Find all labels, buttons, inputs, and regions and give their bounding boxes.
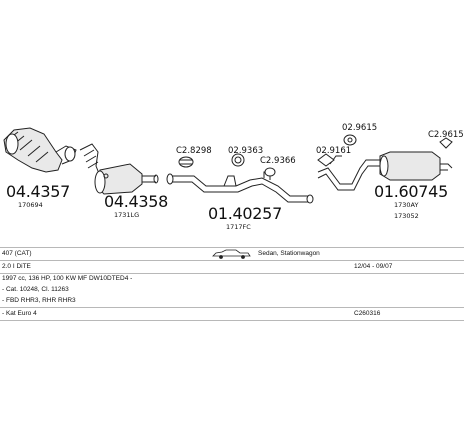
- catalytic-converter-rear: [79, 143, 159, 195]
- exhaust-diagram: 04.4357 170694 04.4358 1731LG 01.40257 1…: [3, 123, 464, 231]
- small-part-label: 02.9161: [316, 146, 352, 156]
- small-part-label: C2.9615: [428, 130, 464, 140]
- middle-pipe: [166, 171, 314, 204]
- rubber-mount-02-9615: [343, 134, 357, 146]
- small-part-label: 02.9615: [342, 123, 378, 133]
- vehicle-code: C260316: [354, 310, 381, 317]
- part-sub-catalyst-front: 170694: [18, 201, 43, 209]
- info-row-engine: 2.0 I DiTE 12/04 - 09/07: [0, 261, 464, 274]
- part-sub-catalyst-rear: 1731LG: [114, 211, 140, 219]
- vehicle-note: - Kat Euro 4: [2, 310, 37, 317]
- hanger-c2-9615: [439, 137, 453, 149]
- vehicle-years: 12/04 - 09/07: [354, 263, 393, 270]
- car-body-icon: [212, 249, 252, 263]
- small-part-label: C2.8298: [176, 146, 212, 156]
- info-row-model: 407 (CAT) Sedan, Stationwagon: [0, 247, 464, 261]
- part-number-catalyst-rear: 04.4358: [104, 192, 169, 211]
- part-sub-middle-pipe: 1717FC: [226, 223, 251, 231]
- vehicle-body-type: Sedan, Stationwagon: [258, 250, 320, 257]
- part-number-rear-silencer: 01.60745: [374, 182, 448, 201]
- small-part-label: C2.9366: [260, 156, 296, 166]
- vehicle-info-table: 407 (CAT) Sedan, Stationwagon 2.0 I DiTE…: [0, 247, 464, 321]
- hanger-c2-9366: [264, 167, 276, 177]
- rubber-mount-02-9161: [317, 153, 335, 167]
- vehicle-filters: - FBD RHR3, RHR RHR3: [2, 297, 76, 304]
- small-part-label: 02.9363: [228, 146, 264, 156]
- clamp-c2-8298: [178, 156, 194, 168]
- vehicle-engine: 2.0 I DiTE: [2, 263, 31, 270]
- catalytic-converter-front: [3, 127, 77, 173]
- gasket-02-9363: [231, 153, 245, 167]
- info-row-specs: 1997 cc, 136 HP, 100 KW MF DW10DTED4 - -…: [0, 274, 464, 308]
- vehicle-specs: 1997 cc, 136 HP, 100 KW MF DW10DTED4 -: [2, 275, 133, 282]
- vehicle-model: 407 (CAT): [2, 250, 32, 257]
- part-sub2-rear-silencer: 173052: [394, 212, 419, 220]
- part-sub-rear-silencer: 1730AY: [394, 201, 419, 209]
- vehicle-cat-info: - Cat. 10248, Cl. 11263: [2, 286, 69, 293]
- info-row-note: - Kat Euro 4 C260316: [0, 308, 464, 321]
- part-number-middle-pipe: 01.40257: [208, 204, 282, 223]
- part-number-catalyst-front: 04.4357: [6, 182, 71, 201]
